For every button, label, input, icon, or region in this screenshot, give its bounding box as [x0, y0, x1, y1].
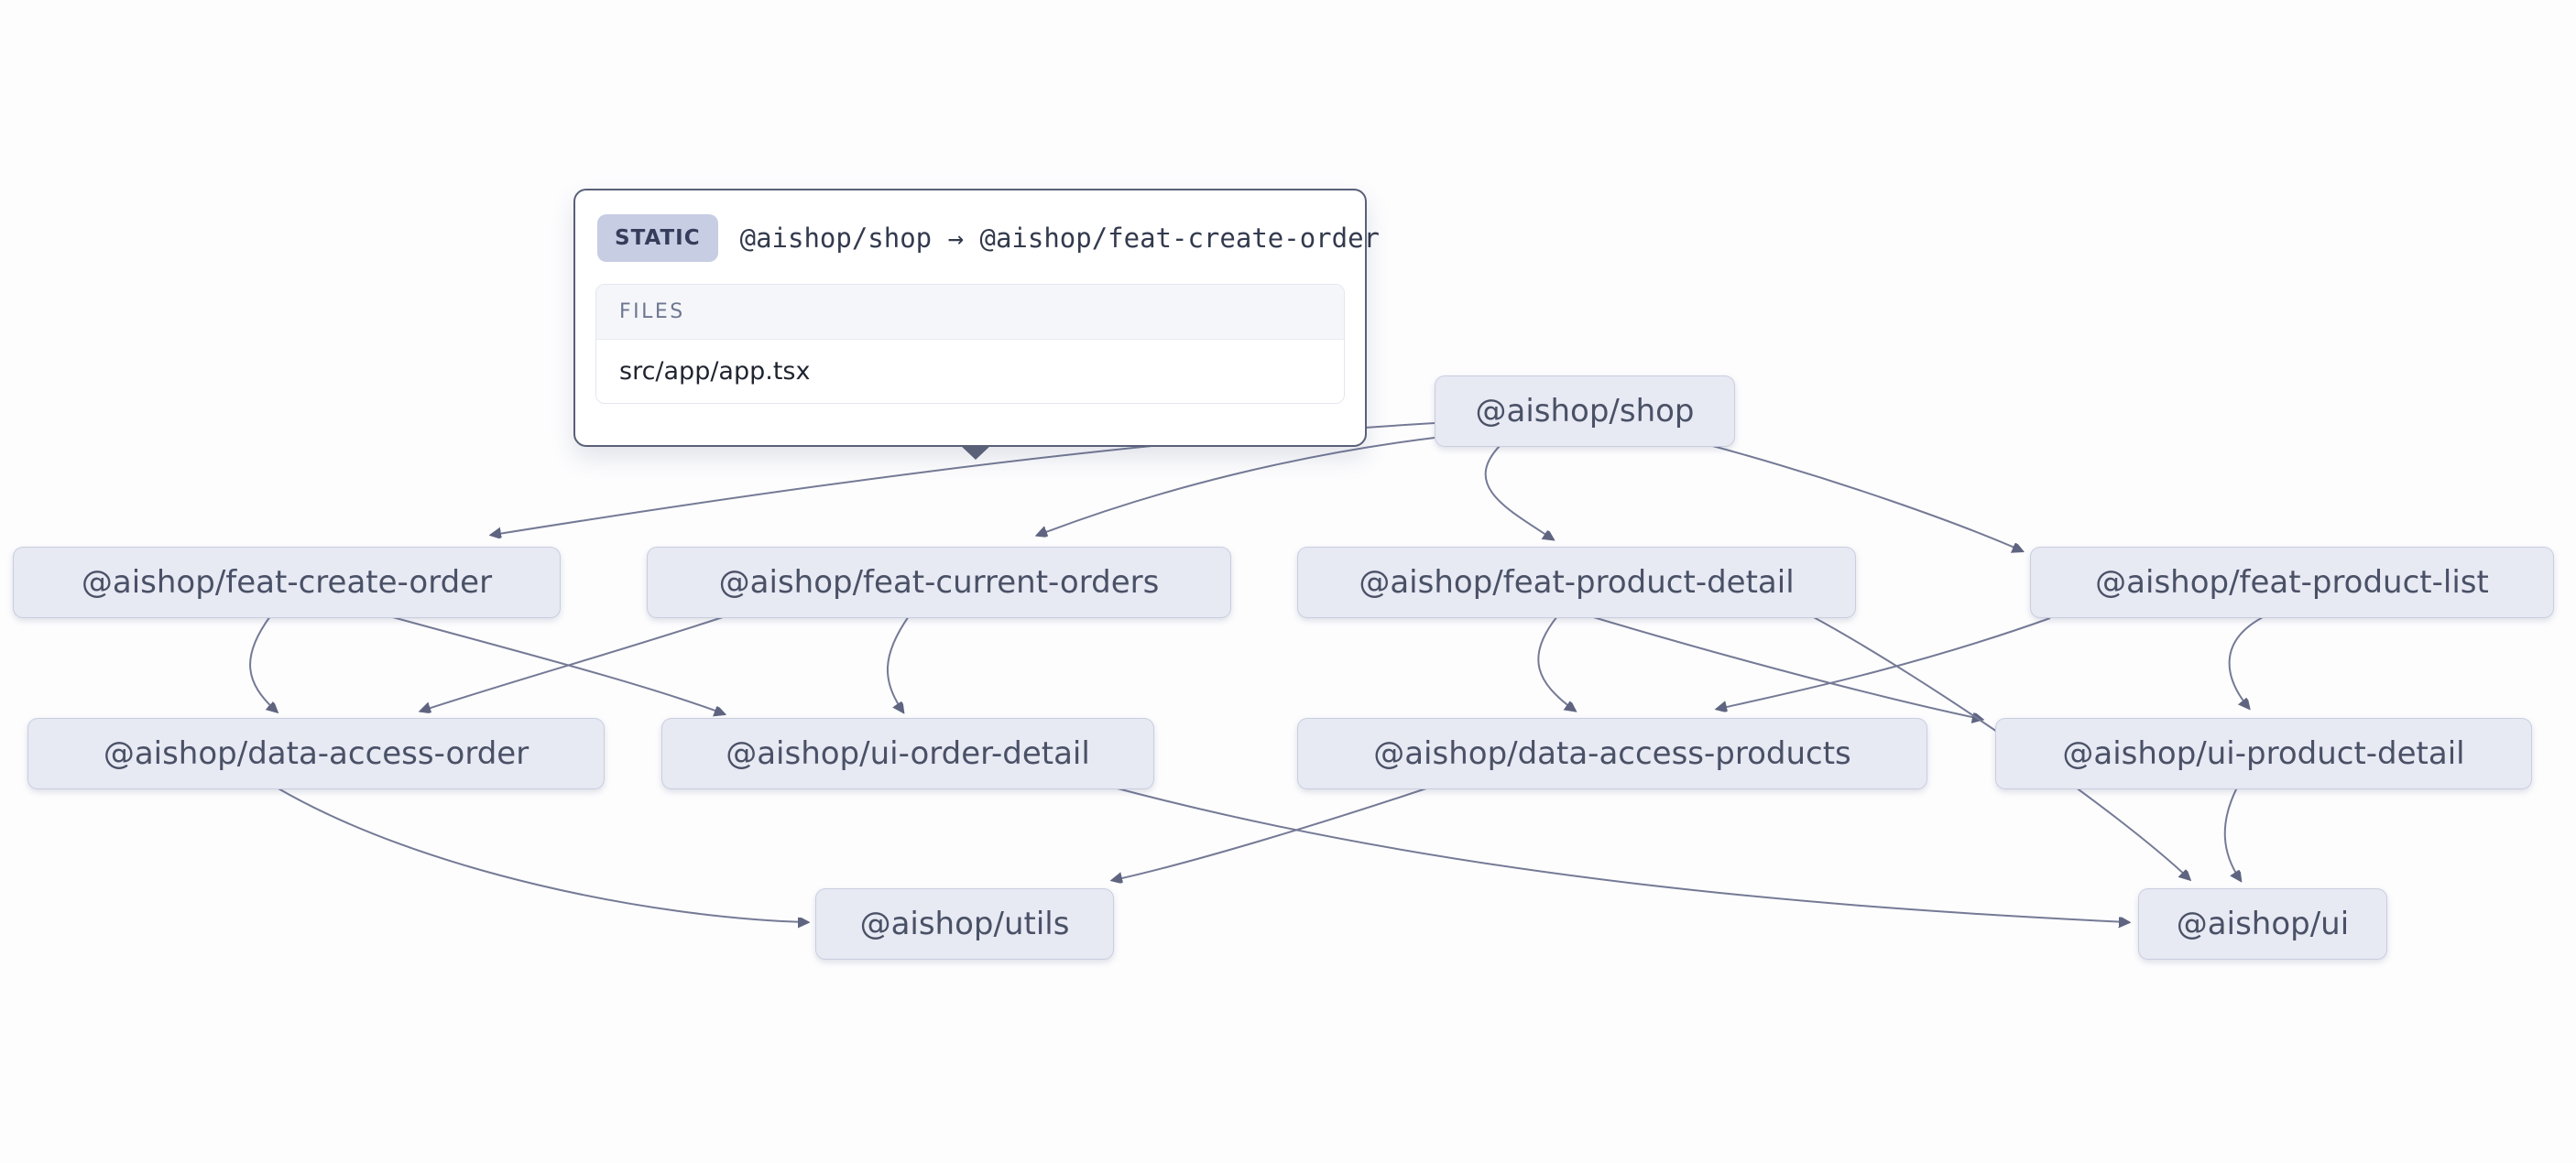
node-label: @aishop/feat-create-order — [81, 564, 493, 601]
node-aishop-data-access-order[interactable]: @aishop/data-access-order — [27, 718, 605, 789]
edge-data-access-order-to-utils[interactable] — [276, 787, 806, 922]
edge-data-access-products-to-utils[interactable] — [1114, 787, 1430, 880]
edge-feat-product-detail-to-ui-product-detail[interactable] — [1589, 615, 1981, 719]
edge-files-header: FILES — [596, 285, 1344, 340]
edge-files-box: FILES src/app/app.tsx — [595, 284, 1345, 404]
node-aishop-feat-create-order[interactable]: @aishop/feat-create-order — [13, 547, 561, 618]
node-label: @aishop/ui-order-detail — [726, 735, 1090, 772]
edge-shop-to-feat-product-list[interactable] — [1708, 444, 2021, 550]
node-label: @aishop/ui-product-detail — [2062, 735, 2465, 772]
edge-feat-create-order-to-ui-order-detail[interactable] — [388, 615, 723, 713]
edge-type-badge: STATIC — [597, 214, 718, 262]
edge-shop-to-feat-product-detail[interactable] — [1484, 444, 1552, 538]
node-label: @aishop/feat-product-list — [2095, 564, 2489, 601]
node-aishop-feat-product-list[interactable]: @aishop/feat-product-list — [2030, 547, 2554, 618]
node-aishop-feat-current-orders[interactable]: @aishop/feat-current-orders — [647, 547, 1231, 618]
edge-feat-current-orders-to-data-access-order[interactable] — [422, 615, 726, 711]
edge-feat-product-detail-to-data-access-products[interactable] — [1537, 615, 1574, 710]
edge-feat-create-order-to-data-access-order[interactable] — [249, 615, 276, 711]
edge-ui-order-detail-to-ui[interactable] — [1113, 787, 2127, 922]
node-label: @aishop/ui — [2176, 906, 2350, 942]
tooltip-pointer-icon — [960, 445, 991, 460]
edge-shop-to-feat-current-orders[interactable] — [1039, 437, 1435, 535]
node-label: @aishop/feat-product-detail — [1359, 564, 1795, 601]
edge-feat-current-orders-to-ui-order-detail[interactable] — [886, 615, 910, 711]
edge-file-item: src/app/app.tsx — [596, 340, 1344, 403]
node-label: @aishop/data-access-order — [103, 735, 529, 772]
edge-feat-product-list-to-ui-product-detail[interactable] — [2228, 615, 2265, 707]
edge-ui-product-detail-to-ui[interactable] — [2223, 787, 2240, 879]
node-aishop-utils[interactable]: @aishop/utils — [815, 888, 1114, 960]
node-aishop-shop[interactable]: @aishop/shop — [1435, 375, 1735, 447]
node-aishop-ui-order-detail[interactable]: @aishop/ui-order-detail — [661, 718, 1154, 789]
node-label: @aishop/data-access-products — [1373, 735, 1851, 772]
node-aishop-ui-product-detail[interactable]: @aishop/ui-product-detail — [1995, 718, 2532, 789]
edge-tooltip: STATIC @aishop/shop → @aishop/feat-creat… — [573, 189, 1380, 460]
node-aishop-feat-product-detail[interactable]: @aishop/feat-product-detail — [1297, 547, 1856, 618]
edge-tooltip-header: STATIC @aishop/shop → @aishop/feat-creat… — [595, 211, 1380, 264]
edge-feat-product-list-to-data-access-products[interactable] — [1719, 617, 2051, 709]
node-aishop-ui[interactable]: @aishop/ui — [2138, 888, 2387, 960]
node-aishop-data-access-products[interactable]: @aishop/data-access-products — [1297, 718, 1927, 789]
node-label: @aishop/shop — [1475, 393, 1695, 429]
node-label: @aishop/feat-current-orders — [718, 564, 1160, 601]
node-label: @aishop/utils — [859, 906, 1070, 942]
edge-tooltip-title: @aishop/shop → @aishop/feat-create-order — [739, 223, 1380, 254]
